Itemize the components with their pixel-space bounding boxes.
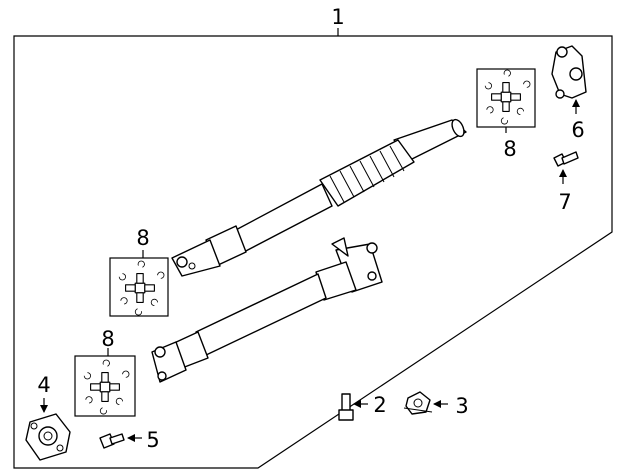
ujoint-kit-top xyxy=(476,68,536,133)
callout-1: 1 xyxy=(331,5,344,29)
bolt-part-2 xyxy=(338,393,368,421)
flange-plate-part-4 xyxy=(25,398,71,461)
flange-yoke-part-6 xyxy=(551,45,587,114)
assembly-frame xyxy=(13,28,613,469)
callout-5: 5 xyxy=(146,428,159,452)
callout-8-top: 8 xyxy=(503,137,516,161)
callout-4: 4 xyxy=(37,373,50,397)
clip-nut-part-3 xyxy=(403,391,448,415)
ujoint-kit-middle xyxy=(109,250,169,317)
callout-8-bottom: 8 xyxy=(101,327,114,351)
ujoint-kit-bottom xyxy=(74,348,136,417)
callout-2: 2 xyxy=(373,393,386,417)
callout-6: 6 xyxy=(571,118,584,142)
callout-8-middle: 8 xyxy=(136,226,149,250)
callout-3: 3 xyxy=(455,394,468,418)
bolt-part-5 xyxy=(99,433,142,449)
callout-7: 7 xyxy=(558,190,571,214)
bolt-part-7 xyxy=(553,151,579,184)
upper-drive-shaft xyxy=(171,118,467,277)
lower-drive-shaft xyxy=(151,237,383,383)
